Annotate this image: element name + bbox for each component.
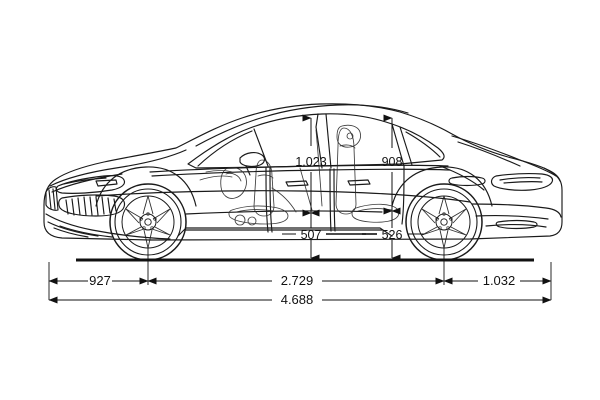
dim-label-rear-seat-height: 526: [382, 228, 403, 242]
dim-rear-headroom: 908: [382, 114, 403, 215]
dim-label-front-overhang: 927: [89, 273, 111, 288]
dim-front-overhang: 927: [48, 273, 149, 288]
dim-label-rear-headroom: 908: [382, 155, 403, 169]
dim-label-wheelbase: 2.729: [281, 273, 314, 288]
dim-overall-length: 4.688: [48, 292, 552, 307]
dim-wheelbase: 2.729: [147, 273, 445, 288]
dim-label-overall-length: 4.688: [281, 292, 314, 307]
car-body-outline: [43, 103, 563, 241]
dimension-row-upper: 927 2.729 1.032: [48, 273, 552, 288]
dim-rear-seat-height: 526: [362, 207, 424, 262]
dim-front-headroom: 1.023: [295, 114, 327, 217]
dim-label-front-headroom: 1.023: [295, 155, 326, 169]
dim-rear-overhang: 1.032: [443, 273, 552, 288]
dim-front-seat-height: 507: [282, 209, 366, 262]
dim-label-rear-overhang: 1.032: [483, 273, 516, 288]
dim-label-front-seat-height: 507: [301, 228, 322, 242]
